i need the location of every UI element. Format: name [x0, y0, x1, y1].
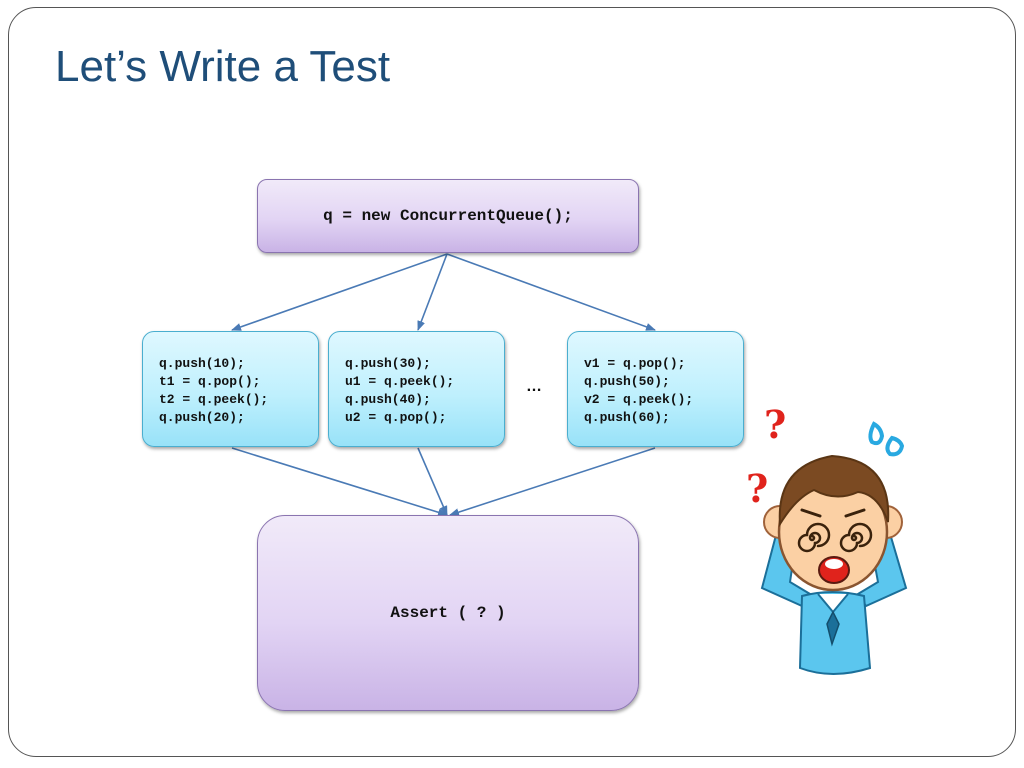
- init-code: q = new ConcurrentQueue();: [323, 207, 573, 225]
- assert-text: Assert ( ? ): [390, 604, 505, 622]
- thread-box-1: q.push(10); t1 = q.pop(); t2 = q.peek();…: [142, 331, 319, 447]
- sweat-drop-1: [870, 424, 882, 443]
- arrow-init-to-thread-1: [232, 254, 447, 330]
- thread-box-2: q.push(30); u1 = q.peek(); q.push(40); u…: [328, 331, 505, 447]
- more-threads-ellipsis: …: [526, 378, 542, 396]
- question-mark-2: ?: [746, 466, 768, 511]
- arrow-thread-2-to-assert: [418, 448, 447, 515]
- init-box: q = new ConcurrentQueue();: [257, 179, 639, 253]
- question-mark-1: ?: [764, 402, 786, 447]
- sweat-drop-2: [887, 438, 902, 454]
- arrow-init-to-thread-2: [418, 254, 447, 330]
- arrow-init-to-thread-3: [447, 254, 655, 330]
- thread-box-3: v1 = q.pop(); q.push(50); v2 = q.peek();…: [567, 331, 744, 447]
- arrow-thread-3-to-assert: [450, 448, 655, 515]
- arrow-thread-1-to-assert: [232, 448, 447, 515]
- assert-box: Assert ( ? ): [257, 515, 639, 711]
- confused-person-icon: ? ?: [740, 398, 926, 678]
